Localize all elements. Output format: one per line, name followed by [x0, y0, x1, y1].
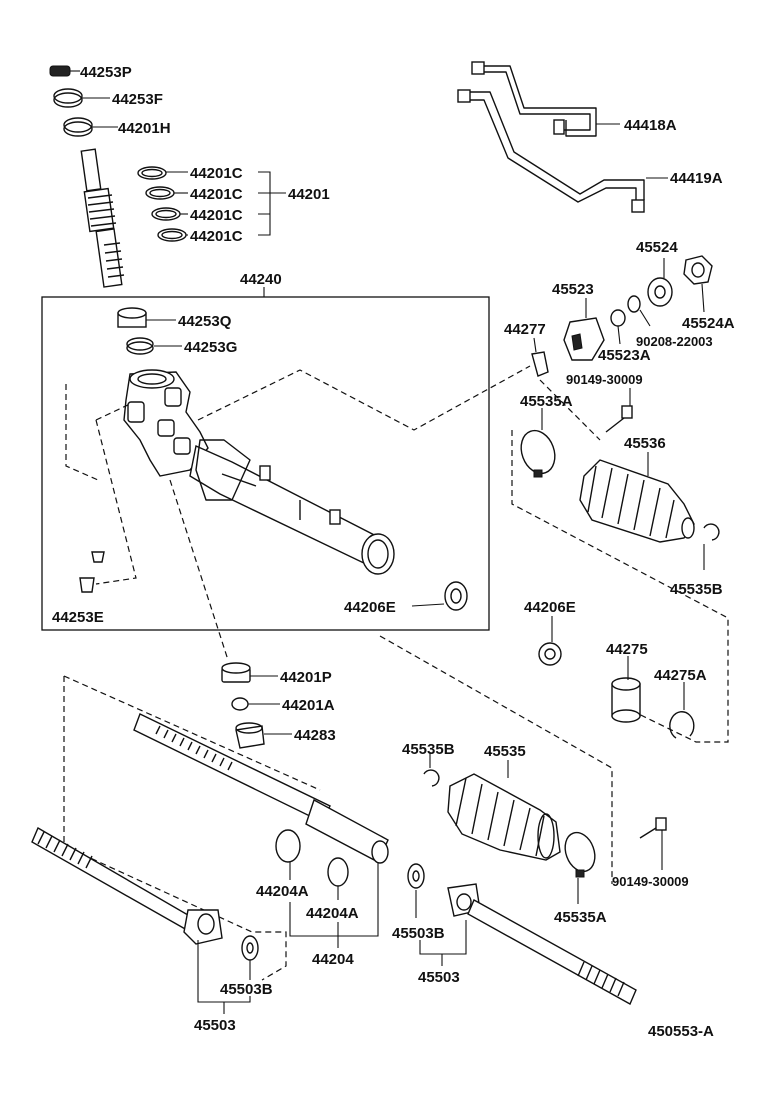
label-44240: 44240: [240, 271, 282, 288]
label-44201C-4: 44201C: [190, 228, 243, 245]
label-44201C-3: 44201C: [190, 207, 243, 224]
part-45536-boot-icon: [579, 459, 695, 543]
housing-assembly-box: [41, 296, 490, 631]
label-45535B-mid: 45535B: [402, 741, 455, 758]
label-45523A: 45523A: [598, 347, 651, 364]
part-45535A-top-icon: [520, 429, 556, 478]
part-45503B-left-icon: [241, 935, 259, 961]
label-44201: 44201: [288, 186, 330, 203]
label-44275: 44275: [606, 641, 648, 658]
part-44201H-icon: [63, 121, 93, 137]
part-45535A-bottom-icon: [564, 831, 596, 878]
label-45535A-top: 45535A: [520, 393, 573, 410]
label-44206E-inside: 44206E: [344, 599, 396, 616]
label-44419A: 44419A: [670, 170, 723, 187]
label-45535A-bottom: 45535A: [554, 909, 607, 926]
label-44253Q: 44253Q: [178, 313, 232, 330]
right-components: [511, 255, 729, 743]
label-44201P: 44201P: [280, 669, 332, 686]
part-90149-30009-top-icon: [605, 405, 633, 433]
part-45523-icon: [563, 317, 605, 361]
label-90149-30009-top: 90149-30009: [566, 372, 643, 387]
label-90149-30009-bottom: 90149-30009: [612, 874, 689, 889]
part-44253G-icon: [126, 337, 154, 355]
part-44253F-icon: [53, 92, 83, 108]
label-44277: 44277: [504, 321, 546, 338]
part-45503B-mid-icon: [407, 863, 425, 889]
label-45503B-left: 45503B: [220, 981, 273, 998]
label-44201C-2: 44201C: [190, 186, 243, 203]
label-44253G: 44253G: [184, 339, 237, 356]
label-45536: 45536: [624, 435, 666, 452]
part-90149-30009-bottom-icon: [639, 817, 667, 839]
part-45535B-right-icon: [703, 523, 720, 541]
part-44253P-icon: [49, 65, 71, 77]
part-44275A-icon: [669, 711, 695, 739]
label-45524: 45524: [636, 239, 678, 256]
part-labels: 44253P 44253F 44201H 44201C 44201C 44201…: [52, 64, 735, 1040]
part-45524-icon: [647, 277, 673, 307]
label-44253P: 44253P: [80, 64, 132, 81]
label-44206E-outside: 44206E: [524, 599, 576, 616]
part-44201C-1-icon: [137, 166, 167, 180]
label-44253F: 44253F: [112, 91, 163, 108]
label-45535B-right: 45535B: [670, 581, 723, 598]
part-44253E-icon: [79, 551, 105, 593]
label-44275A: 44275A: [654, 667, 707, 684]
label-45503-left: 45503: [194, 1017, 236, 1034]
label-44201H: 44201H: [118, 120, 171, 137]
right-tie-rod-icon: [447, 883, 637, 1005]
part-44206E-inside-icon: [444, 581, 468, 611]
part-44418A-icon: [471, 61, 597, 137]
label-45524A: 45524A: [682, 315, 735, 332]
part-44204A-1-icon: [275, 829, 301, 863]
label-44204: 44204: [312, 951, 354, 968]
pressure-tubes: [457, 61, 668, 213]
part-44204A-2-icon: [327, 857, 349, 887]
part-90208-22003-icon: [627, 295, 641, 313]
part-44275-icon: [611, 677, 641, 723]
pinion-assembly: [49, 65, 286, 288]
part-45523A-icon: [610, 309, 626, 327]
part-44253Q-icon: [117, 307, 147, 328]
label-44204A-1: 44204A: [256, 883, 309, 900]
part-44206E-outside-icon: [538, 642, 562, 666]
label-44201A: 44201A: [282, 697, 335, 714]
label-44418A: 44418A: [624, 117, 677, 134]
pinion-shaft-icon: [80, 148, 125, 288]
part-44201A-icon: [231, 697, 249, 711]
part-44419A-icon: [457, 89, 645, 213]
label-45535: 45535: [484, 743, 526, 760]
label-44283: 44283: [294, 727, 336, 744]
label-90208-22003: 90208-22003: [636, 334, 713, 349]
part-44283-icon: [235, 722, 265, 749]
label-44201C-1: 44201C: [190, 165, 243, 182]
label-44253E: 44253E: [52, 609, 104, 626]
label-45523: 45523: [552, 281, 594, 298]
figure-code: 450553-A: [648, 1023, 714, 1040]
label-44204A-2: 44204A: [306, 905, 359, 922]
label-45503B-mid: 45503B: [392, 925, 445, 942]
rack-and-tie-rods: [31, 479, 667, 1014]
part-45524A-icon: [683, 255, 713, 285]
part-45535B-mid-icon: [423, 769, 440, 787]
part-45535-boot-icon: [447, 773, 561, 861]
left-tie-rod-icon: [31, 826, 223, 945]
label-45503-mid: 45503: [418, 969, 460, 986]
part-44201P-icon: [221, 662, 251, 683]
rack-bar-icon: [133, 713, 389, 864]
part-44277-icon: [531, 351, 549, 377]
gear-housing: [65, 307, 531, 611]
